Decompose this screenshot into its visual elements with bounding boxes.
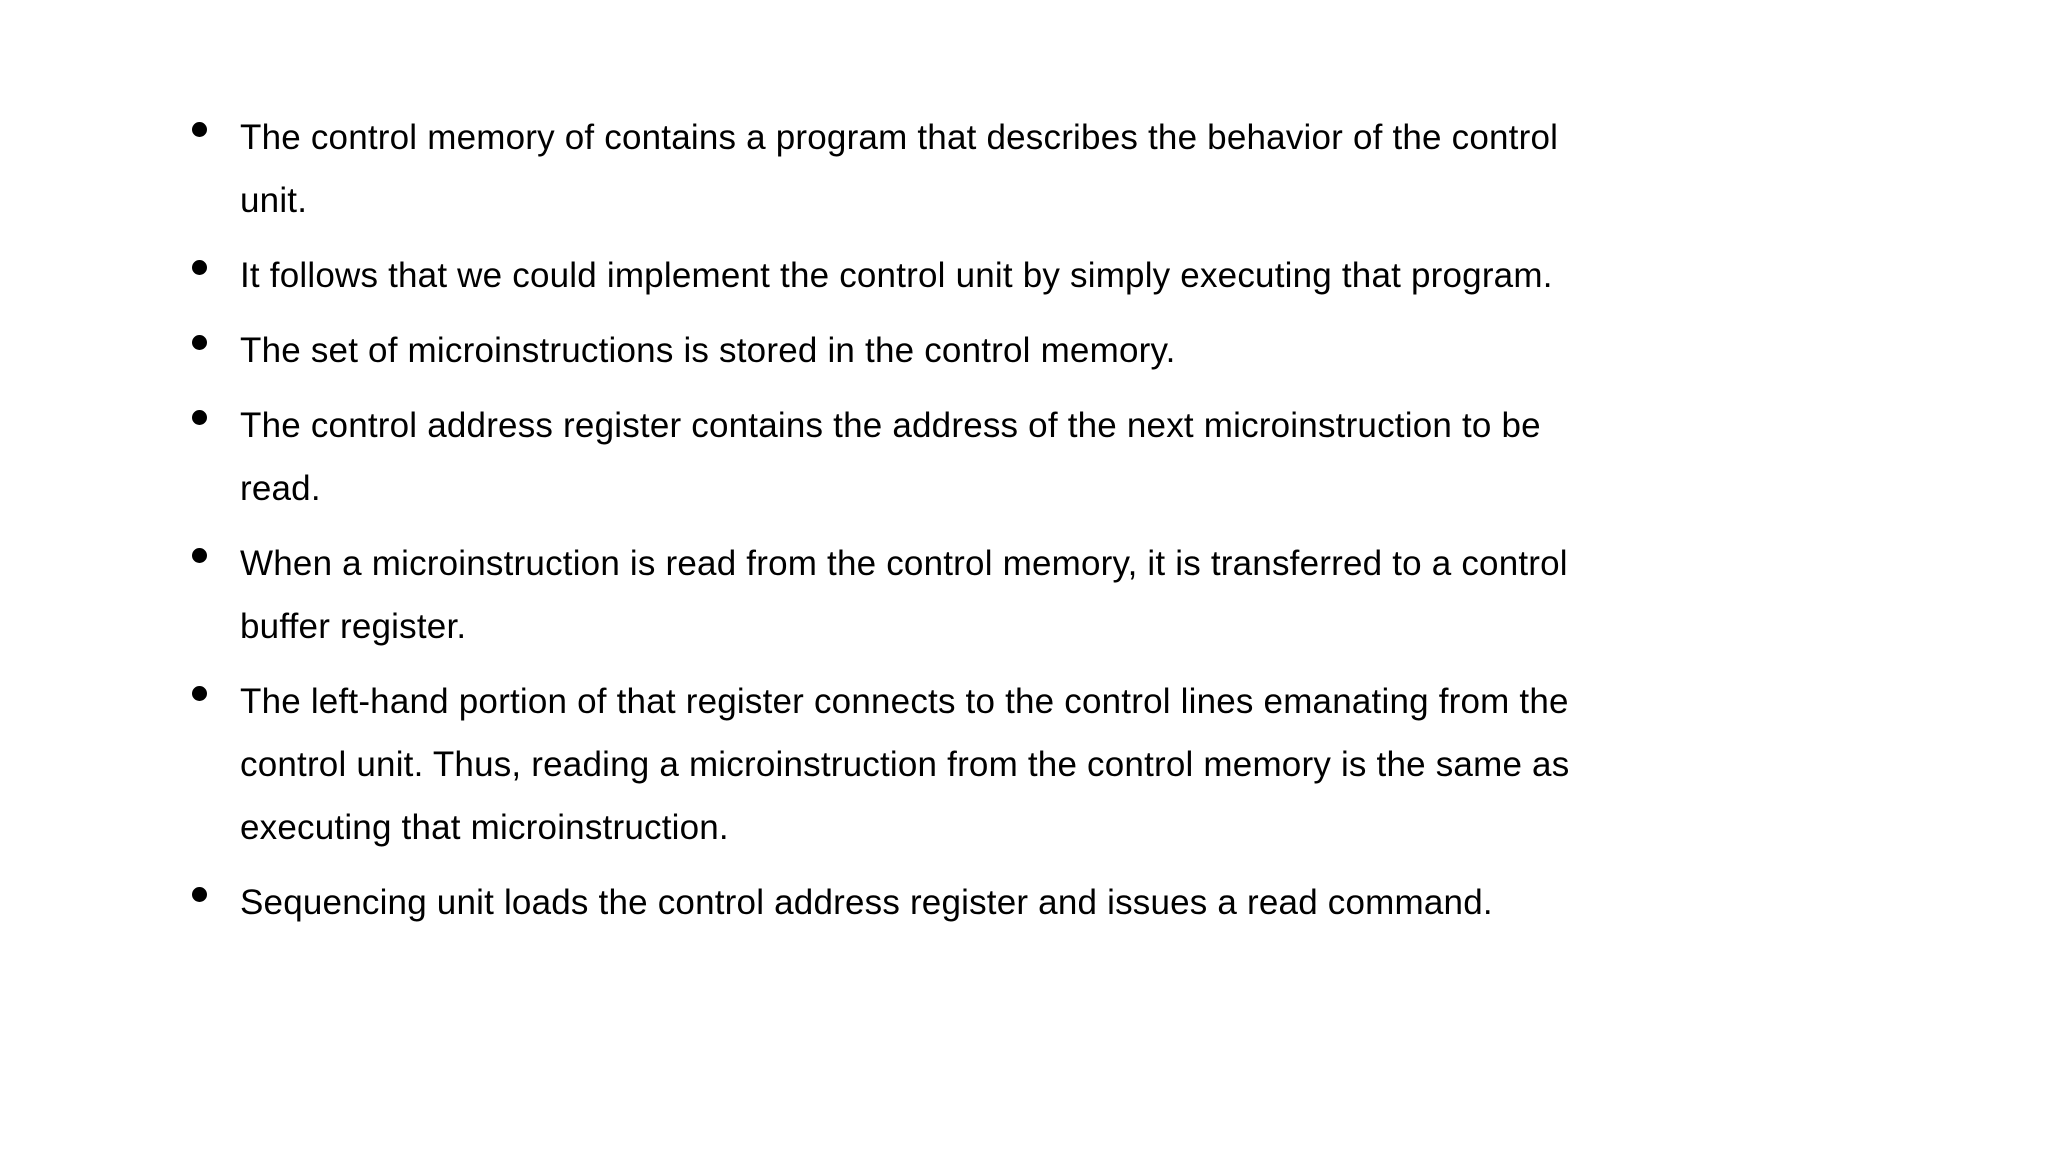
bullet-item: The control address register contains th…	[190, 394, 1950, 520]
bullet-text: When a microinstruction is read from the…	[240, 544, 1568, 646]
bullet-disc-icon	[192, 122, 207, 137]
bullet-disc-icon	[192, 887, 207, 902]
bullet-item: The control memory of contains a program…	[190, 106, 1950, 232]
bullet-disc-icon	[192, 335, 207, 350]
bullet-disc-icon	[192, 548, 207, 563]
bullet-disc-icon	[192, 686, 207, 701]
bullet-disc-icon	[192, 410, 207, 425]
bullet-text: Sequencing unit loads the control addres…	[240, 883, 1493, 922]
bullet-disc-icon	[192, 260, 207, 275]
bullet-item: The set of microinstructions is stored i…	[190, 319, 1950, 382]
bullet-text: The control memory of contains a program…	[240, 118, 1559, 220]
bullet-text: The control address register contains th…	[240, 406, 1541, 508]
bullet-item: When a microinstruction is read from the…	[190, 532, 1950, 658]
bullet-text: The set of microinstructions is stored i…	[240, 331, 1176, 370]
bullet-list: The control memory of contains a program…	[190, 106, 1950, 946]
bullet-text: The left-hand portion of that register c…	[240, 682, 1570, 847]
bullet-item: It follows that we could implement the c…	[190, 244, 1950, 307]
bullet-item: The left-hand portion of that register c…	[190, 670, 1950, 859]
bullet-text: It follows that we could implement the c…	[240, 256, 1553, 295]
bullet-item: Sequencing unit loads the control addres…	[190, 871, 1950, 934]
